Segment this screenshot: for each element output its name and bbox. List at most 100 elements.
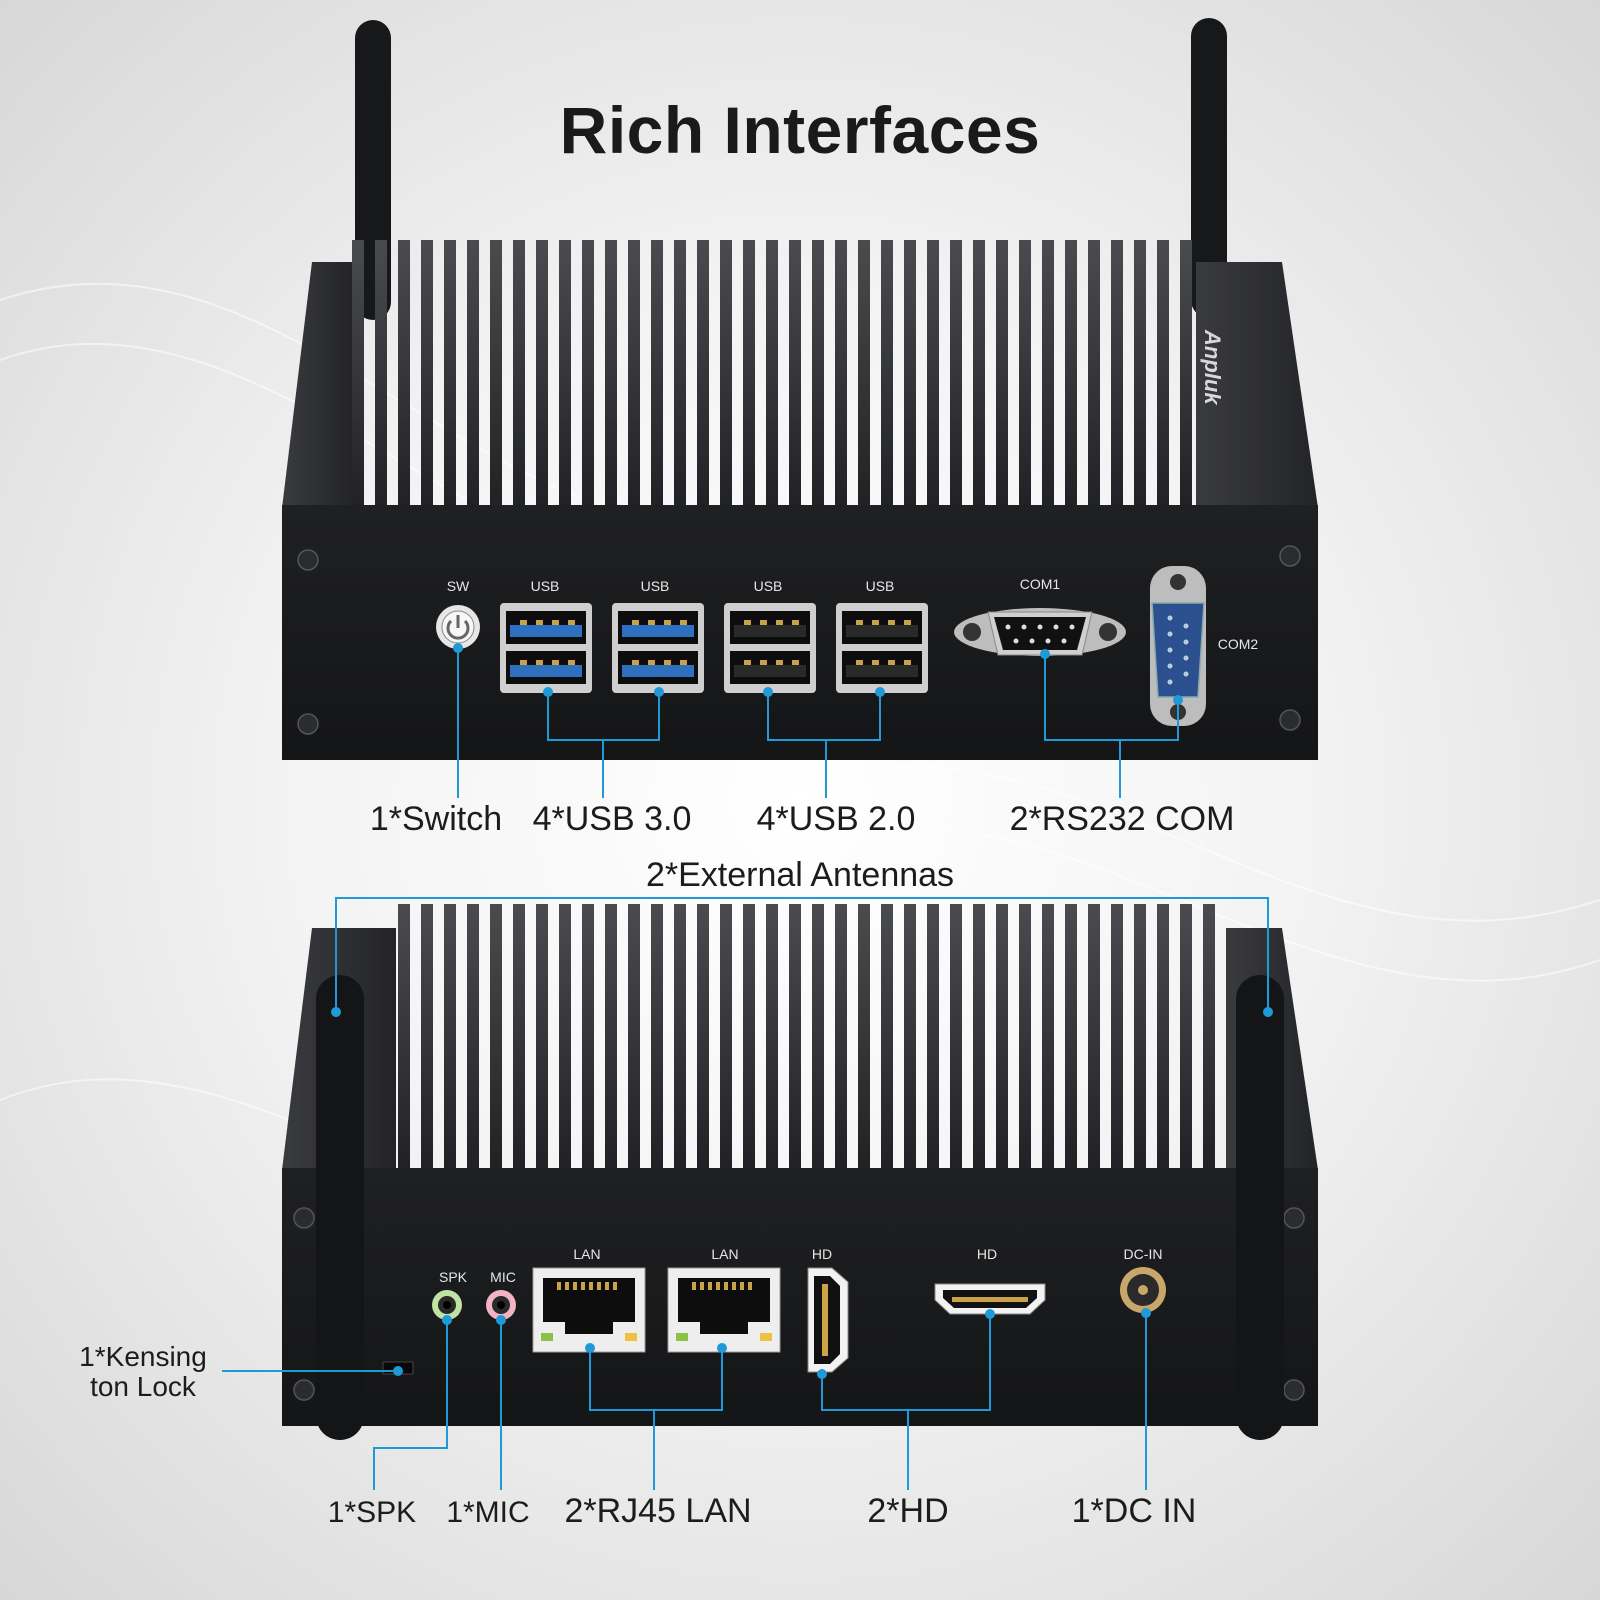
dcin-callout: 1*DC IN [1071,1492,1197,1530]
screw-icon [293,1379,315,1401]
lan-ports [532,1267,781,1353]
lan-callout: 2*RJ45 LAN [564,1492,752,1530]
heatsink-fin [996,240,1008,510]
heatsink-fin [973,904,985,1172]
com2-port-label: COM2 [1217,636,1259,652]
heatsink-fin [996,904,1008,1172]
heatsink-fin [559,240,571,510]
usb30-callout: 4*USB 3.0 [532,800,692,838]
screw-icon [1279,709,1301,731]
heatsink-fin [1042,904,1054,1172]
usb20-callout: 4*USB 2.0 [756,800,916,838]
hd-callout: 2*HD [867,1492,949,1530]
mic-port-label: MIC [490,1269,516,1285]
kensington-callout: 1*Kensing ton Lock [79,1341,207,1402]
antenna-left-bottom [316,975,364,1440]
heatsink-fin [1134,904,1146,1172]
heatsink-fin [1088,904,1100,1172]
heatsink-fin [490,904,502,1172]
page-title: Rich Interfaces [559,93,1041,167]
brand-logo: Anpluk [1200,330,1225,405]
callout-lines [222,648,1269,1490]
heatsink-fin [467,904,479,1172]
heatsink-fin [812,904,824,1172]
top-device [282,18,1318,760]
top-heatsink-fins [352,240,1192,510]
heatsink-fin [766,904,778,1172]
heatsink-fin [1157,904,1169,1172]
usb-port-label: USB [865,578,895,594]
heatsink-fin [513,240,525,510]
usb-port-label: USB [530,578,560,594]
heatsink-fin [628,904,640,1172]
heatsink-fin [536,240,548,510]
heatsink-fin [927,240,939,510]
mic-callout: 1*MIC [446,1496,530,1529]
heatsink-fin [674,240,686,510]
antenna-right-top [1191,18,1227,318]
heatsink-fin [1180,240,1192,510]
com2-port [1150,566,1206,726]
spk-port-label: SPK [438,1269,468,1285]
heatsink-fin [697,904,709,1172]
heatsink-fin [766,240,778,510]
heatsink-fin [582,240,594,510]
heatsink-fin [421,240,433,510]
heatsink-fin [812,240,824,510]
heatsink-fin [881,240,893,510]
sw-port-label: SW [446,578,470,594]
hd-port-label: HD [976,1246,998,1262]
heatsink-fin [1111,240,1123,510]
heatsink-fin [950,240,962,510]
heatsink-fin [1065,904,1077,1172]
heatsink-fin [1019,240,1031,510]
hd-port-label: HD [811,1246,833,1262]
bottom-screws [293,1207,1305,1401]
screw-icon [297,713,319,735]
heatsink-fin [881,904,893,1172]
heatsink-fin [605,904,617,1172]
heatsink-fin [651,904,663,1172]
heatsink-fin [605,240,617,510]
heatsink-fin [375,240,387,510]
heatsink-fin [858,904,870,1172]
heatsink-fin [789,904,801,1172]
heatsink-fin [789,240,801,510]
heatsink-fin [927,904,939,1172]
top-chassis-side-right [1196,262,1318,508]
com1-port-label: COM1 [1019,576,1061,592]
power-switch [436,605,480,649]
heatsink-fin [398,904,410,1172]
heatsink-fin [1134,240,1146,510]
heatsink-fin [720,904,732,1172]
heatsink-fin [697,240,709,510]
screw-icon [1283,1207,1305,1229]
screw-icon [293,1207,315,1229]
hdmi-port-vertical [807,1267,849,1373]
heatsink-fin [743,240,755,510]
heatsink-fin [674,904,686,1172]
heatsink-fin [352,240,364,510]
speaker-jack [432,1290,462,1320]
usb-port-stacks [500,603,928,693]
heatsink-fin [490,240,502,510]
heatsink-fin [444,904,456,1172]
heatsink-fin [1111,904,1123,1172]
bottom-device [282,904,1318,1440]
spk-callout: 1*SPK [327,1496,417,1529]
mic-jack [486,1290,516,1320]
heatsink-fin [421,904,433,1172]
screw-icon [1279,545,1301,567]
heatsink-fin [835,240,847,510]
heatsink-fin [743,904,755,1172]
heatsink-fin [444,240,456,510]
antennas-callout: 2*External Antennas [645,856,955,894]
heatsink-fin [1019,904,1031,1172]
screw-icon [1283,1379,1305,1401]
heatsink-fin [835,904,847,1172]
heatsink-fin [651,240,663,510]
usb-port-label: USB [640,578,670,594]
callout-dots [331,643,1273,1379]
lan-port-label: LAN [711,1246,739,1262]
